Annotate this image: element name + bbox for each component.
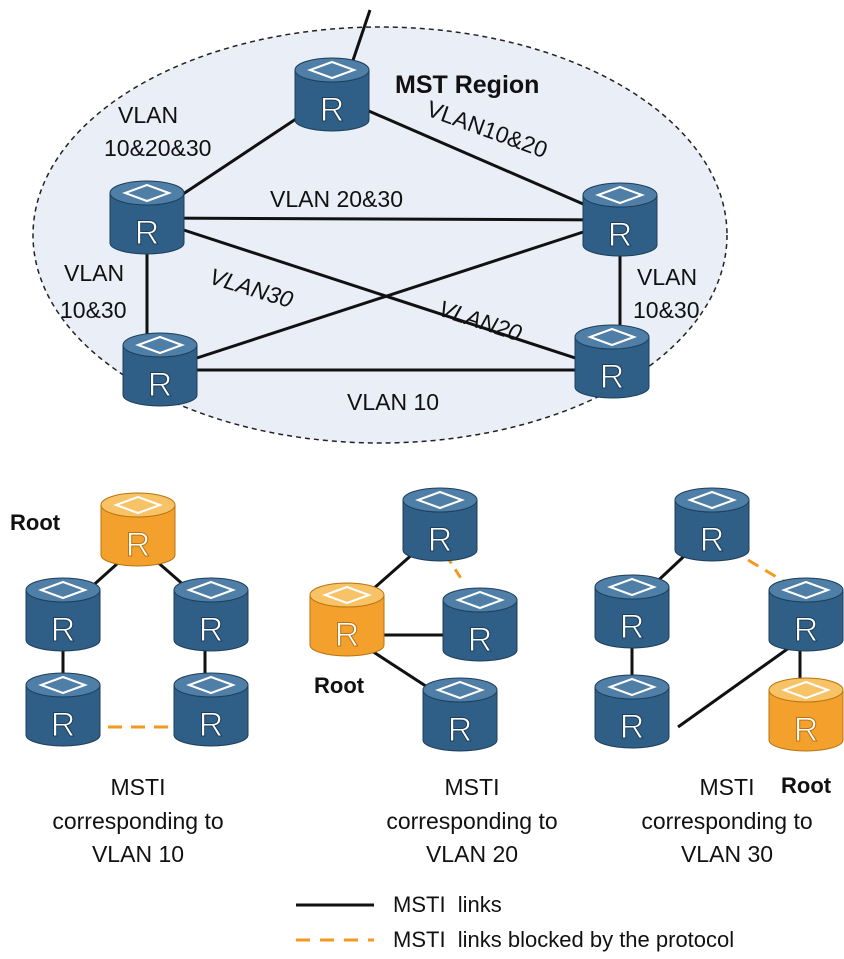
legend-solid-label: MSTI links — [393, 892, 502, 917]
root-label: Root — [10, 510, 61, 535]
msti-caption-line1: MSTI — [111, 774, 166, 800]
link-label-top-left-1: VLAN — [118, 102, 178, 128]
msti-caption-line2: corresponding to — [641, 808, 812, 834]
link-label-left-1: VLAN — [64, 260, 124, 286]
link-label-left-2: 10&30 — [60, 297, 127, 323]
legend: MSTI links MSTI links blocked by the pro… — [296, 892, 734, 952]
link-label-bottom: VLAN 10 — [347, 389, 439, 415]
region-links — [145, 93, 622, 372]
router-icon — [574, 324, 650, 399]
root-label: Root — [314, 673, 365, 698]
router-icon — [25, 577, 101, 652]
msti-caption-line1: MSTI — [700, 774, 755, 800]
router-icon — [25, 672, 101, 747]
router-icon — [422, 677, 498, 752]
router-icon — [768, 677, 844, 752]
router-icon — [442, 587, 518, 662]
msti-caption-line2: corresponding to — [386, 808, 557, 834]
router-icon — [173, 672, 249, 747]
link-label-top-left-2: 10&20&30 — [104, 135, 211, 161]
router-icon — [173, 577, 249, 652]
link-label-right-2: 10&30 — [633, 297, 700, 323]
region-title: MST Region — [395, 71, 539, 99]
msti-vlan20: Root MSTI corresponding to VLAN 20 — [309, 487, 558, 867]
router-icon — [122, 332, 198, 407]
msti-caption-line2: corresponding to — [52, 808, 223, 834]
region-boundary — [32, 26, 728, 444]
legend-dashed-label: MSTI links blocked by the protocol — [393, 927, 734, 952]
router-icon — [768, 577, 844, 652]
link-label-right-1: VLAN — [637, 264, 697, 290]
msti-caption-line3: VLAN 10 — [92, 841, 184, 867]
router-icon — [582, 182, 658, 257]
root-label: Root — [781, 773, 832, 798]
router-icon — [109, 180, 185, 255]
router-icon — [674, 487, 750, 562]
msti-caption-line1: MSTI — [445, 774, 500, 800]
msti-caption-line3: VLAN 30 — [681, 841, 773, 867]
mst-region: MST Region VLAN 10&20&30 VLAN10&20 VLAN … — [32, 9, 728, 444]
router-icon — [294, 57, 370, 132]
router-icon — [594, 574, 670, 649]
router-icon — [402, 487, 478, 562]
msti-caption-line3: VLAN 20 — [426, 841, 518, 867]
link-label-mid: VLAN 20&30 — [270, 186, 403, 212]
msti-vlan10: Root MSTI corresponding to VLAN 10 — [10, 492, 249, 867]
msti-vlan30: Root MSTI corresponding to VLAN 30 — [594, 487, 844, 867]
router-icon — [100, 492, 176, 567]
router-icon — [594, 674, 670, 749]
router-icon — [309, 582, 385, 657]
